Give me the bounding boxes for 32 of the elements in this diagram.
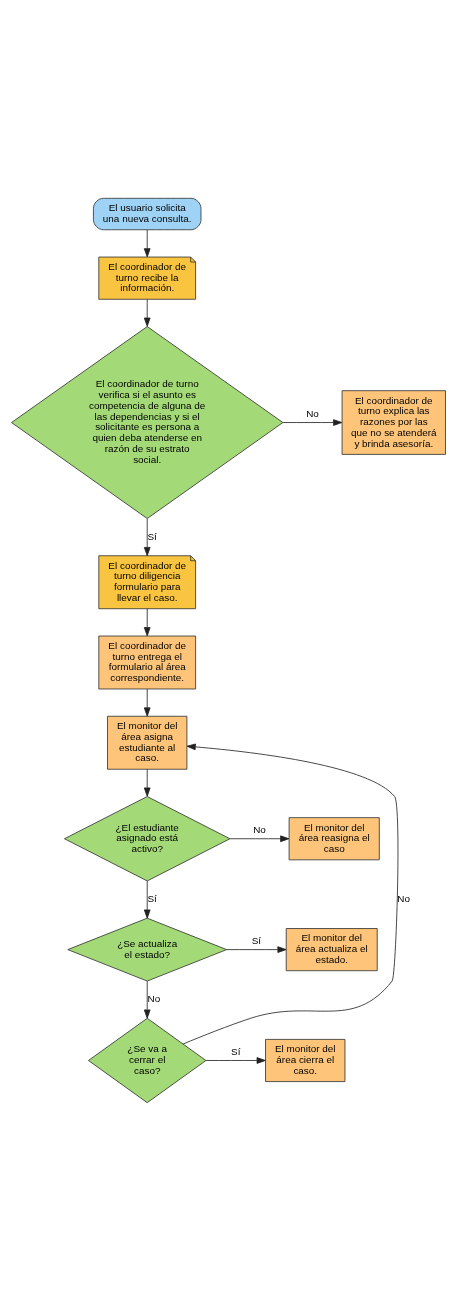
node-box: El monitor del área asigna estudiante al caso. bbox=[107, 715, 188, 770]
arrow bbox=[143, 980, 151, 1019]
arrow bbox=[226, 946, 287, 953]
node-diamond: ¿Se va a cerrar el caso? bbox=[88, 1017, 207, 1104]
node-box: El monitor del área cierra el caso. bbox=[265, 1038, 346, 1082]
arrow bbox=[143, 688, 151, 717]
node-diamond: ¿Se actualiza el estado? bbox=[67, 917, 228, 982]
node-box: El usuario solicita una nueva consulta. bbox=[93, 197, 202, 231]
edge-label: No bbox=[147, 993, 161, 1005]
arrow bbox=[143, 880, 151, 919]
node-box: El monitor del área actualiza el estado. bbox=[285, 928, 378, 972]
edge-label: Sí bbox=[231, 1046, 241, 1058]
arrow bbox=[205, 1057, 266, 1064]
node-box: El monitor del área reasigna el caso bbox=[288, 817, 380, 861]
node-diamond: ¿El estudiante asignado está activo? bbox=[64, 796, 231, 882]
edge-label: No bbox=[397, 893, 411, 905]
edge-label: Sí bbox=[147, 893, 157, 905]
node-box: El coordinador de turno explica las razones por las que no se atenderá y brinda asesoría. bbox=[341, 390, 446, 455]
node-diamond: El coordinador de turno verifica si el asunto es competencia de alguna de las dependencias y si el solicitante es persona a quien deba atenderse en razón de su estrato social. bbox=[11, 326, 284, 519]
edge-label: Sí bbox=[147, 530, 157, 542]
arrow bbox=[143, 229, 151, 258]
edge-label: No bbox=[306, 408, 319, 420]
arrow bbox=[143, 299, 151, 327]
arrow bbox=[143, 518, 151, 557]
arrow bbox=[182, 743, 399, 1045]
edge-label: No bbox=[253, 824, 266, 836]
arrow bbox=[282, 419, 343, 426]
edge-label: Sí bbox=[251, 935, 262, 947]
arrow bbox=[143, 768, 151, 797]
node-box: El coordinador de turno entrega el formulario al área correspondiente. bbox=[98, 635, 197, 690]
arrow bbox=[143, 608, 151, 637]
arrow bbox=[229, 835, 290, 843]
